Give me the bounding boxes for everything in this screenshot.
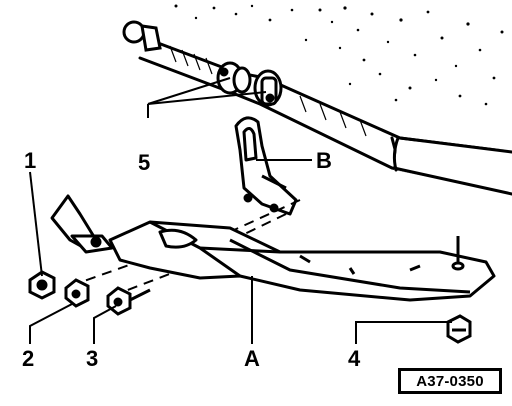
lever-arm-a [108, 220, 496, 302]
callout-5: 5 [138, 150, 150, 175]
nut-4 [446, 314, 472, 344]
callout-3: 3 [86, 346, 98, 371]
background-texture [174, 4, 504, 106]
rubber-bushings [216, 61, 283, 107]
bracket-b [234, 116, 298, 216]
reference-code-box: A37-0350 [398, 368, 502, 394]
callout-a: A [244, 346, 260, 371]
rod-ball-end [122, 20, 162, 52]
bolt-2 [64, 278, 90, 308]
callout-1: 1 [24, 148, 36, 173]
callout-4: 4 [348, 346, 361, 371]
callout-b: B [316, 148, 332, 173]
leader-lines [29, 77, 452, 344]
rod-shading [169, 45, 367, 137]
arm-pin [451, 236, 465, 271]
reference-code: A37-0350 [416, 372, 484, 390]
callout-2: 2 [22, 346, 34, 371]
arm-tab [50, 194, 114, 254]
bolt-3 [106, 286, 151, 316]
